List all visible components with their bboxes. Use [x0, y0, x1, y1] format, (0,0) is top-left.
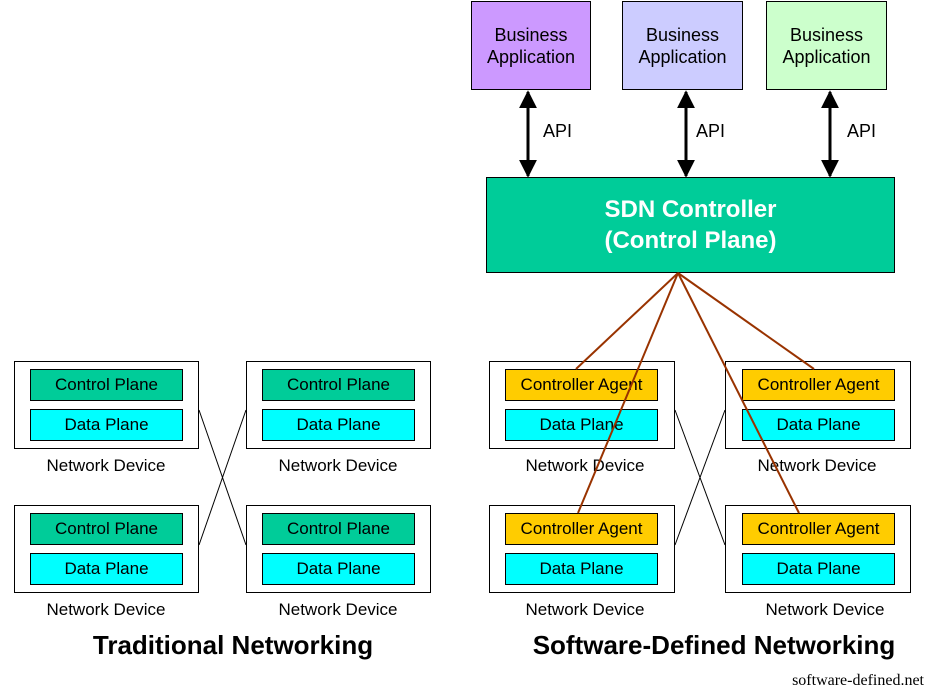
- network-device-label: Network Device: [525, 456, 645, 475]
- data-plane-box: Data Plane: [505, 409, 658, 441]
- api-label: API: [847, 121, 877, 141]
- control-plane-label: Control Plane: [54, 519, 158, 538]
- data-plane-label: Data Plane: [64, 559, 149, 578]
- api-label: API: [543, 121, 573, 141]
- data-plane-label: Data Plane: [64, 415, 149, 434]
- business-application-label: Business Application: [638, 24, 727, 67]
- data-plane-box: Data Plane: [505, 553, 658, 585]
- controller-agent-label: Controller Agent: [520, 375, 643, 394]
- data-plane-label: Data Plane: [776, 559, 861, 578]
- data-plane-box: Data Plane: [262, 409, 415, 441]
- business-application-label: Business Application: [782, 24, 871, 67]
- business-application-box-2: Business Application: [622, 1, 743, 90]
- control-plane-box: Control Plane: [262, 513, 415, 545]
- sdn-control-link: [577, 272, 679, 514]
- controller-agent-box: Controller Agent: [505, 513, 658, 545]
- data-plane-label: Data Plane: [296, 415, 381, 434]
- control-plane-box: Control Plane: [262, 369, 415, 401]
- network-device-label: Network Device: [46, 600, 166, 619]
- controller-agent-box: Controller Agent: [742, 369, 895, 401]
- network-device-label: Network Device: [278, 456, 398, 475]
- sdn-data-link: [674, 409, 726, 546]
- network-device-label: Network Device: [765, 600, 885, 619]
- network-device-label: Network Device: [525, 600, 645, 619]
- watermark-text: software-defined.net: [792, 672, 924, 689]
- sdn-controller-box: SDN Controller (Control Plane): [486, 177, 895, 273]
- control-plane-label: Control Plane: [286, 375, 390, 394]
- data-plane-label: Data Plane: [539, 559, 624, 578]
- data-plane-label: Data Plane: [296, 559, 381, 578]
- controller-agent-label: Controller Agent: [757, 375, 880, 394]
- data-plane-box: Data Plane: [30, 553, 183, 585]
- traditional-link: [198, 409, 247, 546]
- controller-agent-label: Controller Agent: [520, 519, 643, 538]
- data-plane-label: Data Plane: [539, 415, 624, 434]
- controller-agent-box: Controller Agent: [742, 513, 895, 545]
- traditional-networking-title: Traditional Networking: [92, 630, 374, 660]
- control-plane-label: Control Plane: [54, 375, 158, 394]
- data-plane-label: Data Plane: [776, 415, 861, 434]
- sdn-control-link: [677, 272, 815, 370]
- controller-agent-label: Controller Agent: [757, 519, 880, 538]
- controller-agent-box: Controller Agent: [505, 369, 658, 401]
- control-plane-box: Control Plane: [30, 369, 183, 401]
- api-label: API: [696, 121, 726, 141]
- software-defined-networking-title: Software-Defined Networking: [532, 630, 896, 660]
- data-plane-box: Data Plane: [262, 553, 415, 585]
- business-application-box-3: Business Application: [766, 1, 887, 90]
- control-plane-label: Control Plane: [286, 519, 390, 538]
- network-device-label: Network Device: [278, 600, 398, 619]
- sdn-control-link: [575, 272, 679, 370]
- sdn-controller-label: SDN Controller (Control Plane): [604, 196, 777, 254]
- business-application-box-1: Business Application: [471, 1, 591, 90]
- control-plane-box: Control Plane: [30, 513, 183, 545]
- network-device-label: Network Device: [46, 456, 166, 475]
- sdn-control-link: [677, 272, 800, 514]
- network-device-label: Network Device: [757, 456, 877, 475]
- data-plane-box: Data Plane: [742, 409, 895, 441]
- business-application-label: Business Application: [486, 24, 576, 67]
- data-plane-box: Data Plane: [30, 409, 183, 441]
- data-plane-box: Data Plane: [742, 553, 895, 585]
